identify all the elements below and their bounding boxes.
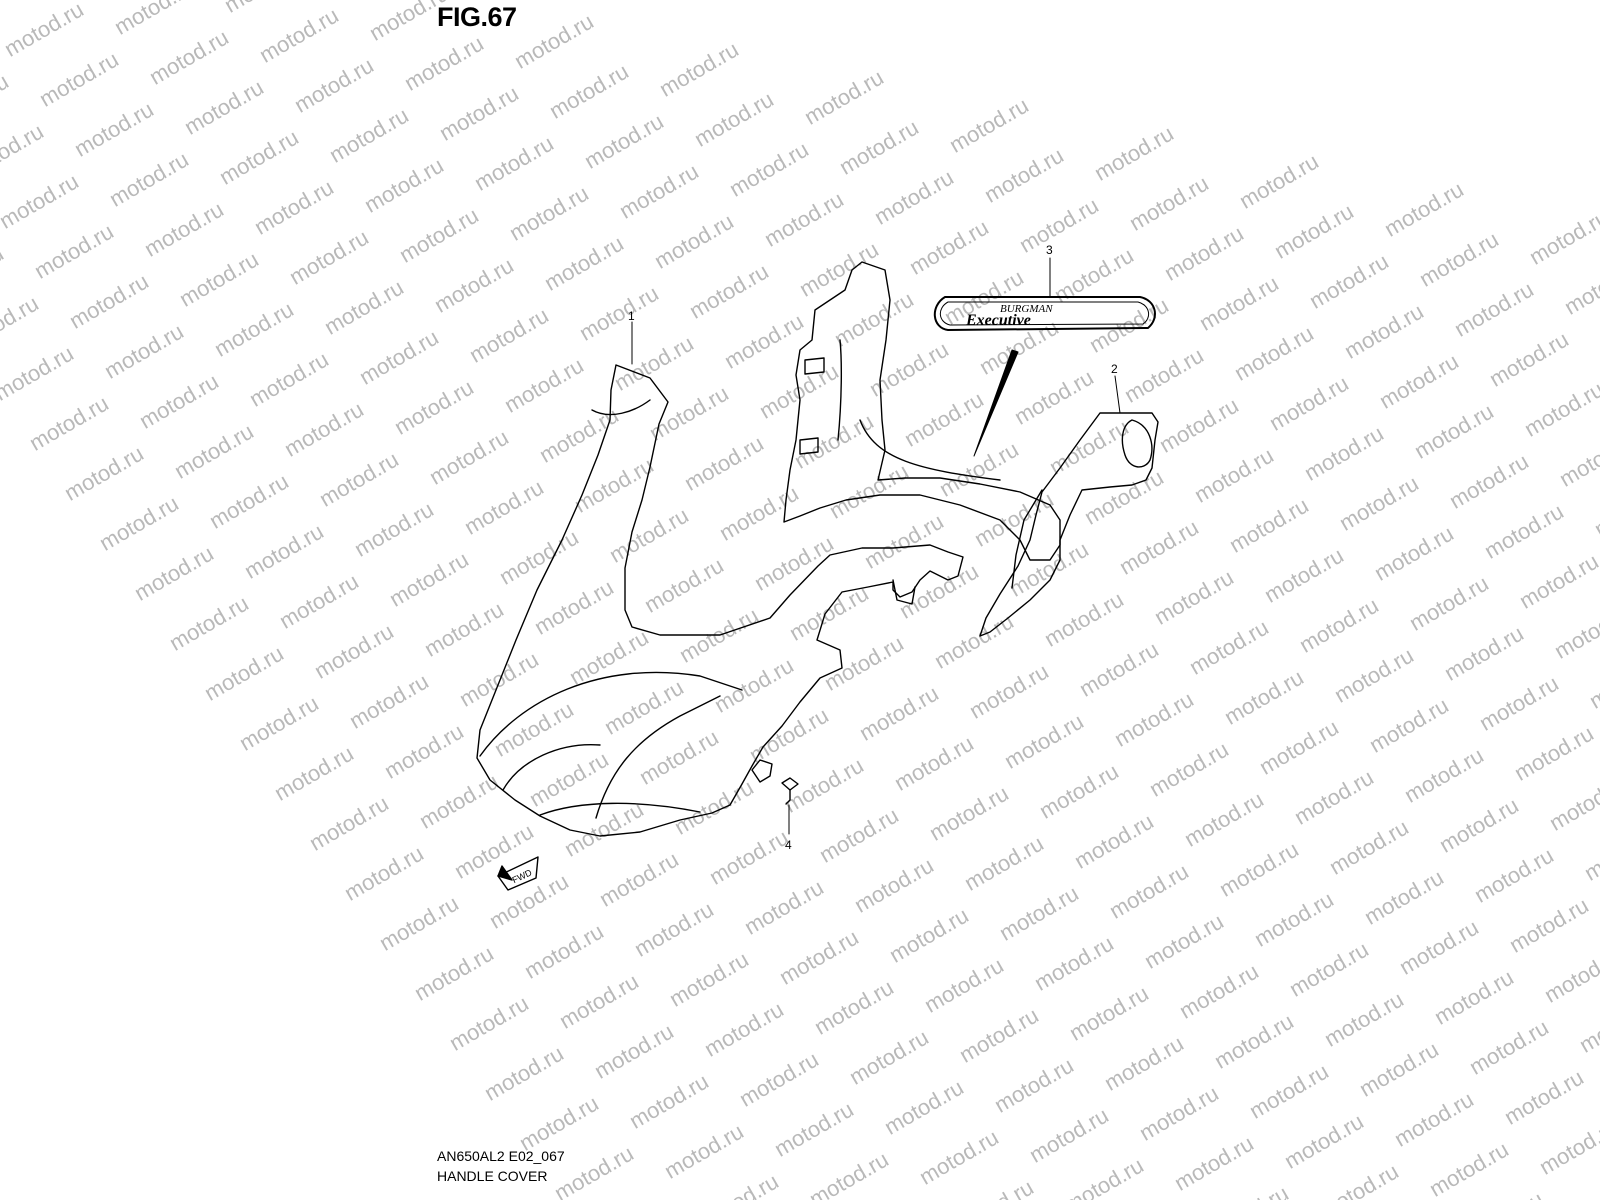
emblem-shadow-wedge: [973, 349, 1019, 457]
callout-1: 1: [628, 309, 635, 323]
part-2-bore: [1121, 419, 1153, 468]
fwd-label: FWD: [511, 867, 534, 885]
callout-2: 2: [1111, 362, 1118, 376]
rear-inner-panel-outline: [783, 261, 1061, 561]
figure-title: FIG.67: [437, 2, 517, 32]
rear-inner-panel-clip-2: [804, 357, 825, 375]
footer-code: AN650AL2 E02_067: [437, 1148, 565, 1164]
part-4-clip-shank: [785, 789, 791, 805]
part-1-tab-flange: [892, 579, 916, 605]
leader-line-2: [1114, 375, 1121, 414]
emblem-line-1: BURGMAN: [1000, 303, 1053, 315]
part-1-front-handle-cover[interactable]: [476, 364, 964, 837]
fwd-arrow-head: [497, 865, 513, 881]
part-2-outline: [979, 412, 1159, 637]
part-1-outline: [476, 364, 964, 837]
part-2-crease: [1011, 489, 1043, 589]
part-4-clip[interactable]: [781, 777, 799, 805]
part-4-clip-head: [781, 777, 799, 791]
callout-3: 3: [1046, 243, 1053, 257]
rear-inner-panel[interactable]: [783, 261, 1061, 561]
footer-name: HANDLE COVER: [437, 1168, 548, 1184]
emblem-line-2: Executive: [965, 312, 1031, 329]
part-3-emblem-outer: [933, 296, 1156, 331]
part-3-emblem[interactable]: BURGMAN Executive: [933, 296, 1156, 331]
fwd-arrow: [497, 856, 539, 891]
part-1-vertical-crease: [591, 399, 651, 416]
part-1-inner-rim: [479, 671, 743, 757]
part-1-lower-bracket: [751, 759, 773, 783]
part-1-inner-crease: [595, 695, 721, 819]
fwd-arrow-shape: [497, 856, 539, 891]
part-2-side-handle-cover[interactable]: [979, 412, 1159, 637]
part-1-fold-bottom: [539, 802, 701, 816]
rear-inner-panel-crease-1: [837, 339, 842, 441]
rear-inner-panel-clip-1: [799, 437, 819, 455]
part-3-emblem-inner: [939, 301, 1150, 326]
callout-4: 4: [785, 838, 792, 852]
part-1-fold-left: [502, 743, 601, 791]
rear-inner-panel-crease-2: [859, 419, 1001, 481]
